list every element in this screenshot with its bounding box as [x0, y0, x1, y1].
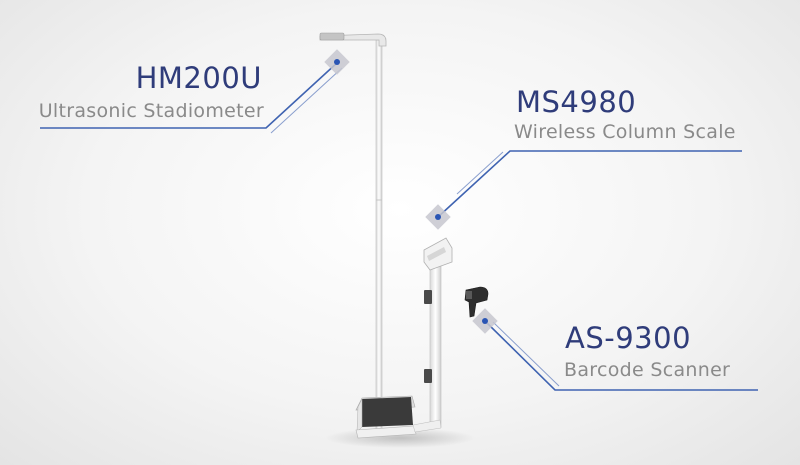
callout-line-as9300	[484, 320, 758, 391]
hm200u-description-label: Ultrasonic Stadiometer	[38, 100, 264, 122]
stadiometer-figure	[319, 32, 387, 436]
marker-hm200u[interactable]	[324, 49, 350, 75]
marker-ms4980[interactable]	[425, 204, 451, 230]
hm200u-model-label: HM200U	[135, 61, 262, 95]
barcode-scanner-figure	[464, 286, 489, 318]
callout-line-hm200u	[40, 61, 343, 134]
as9300-description-label: Barcode Scanner	[564, 359, 731, 381]
column-scale-figure	[355, 237, 453, 439]
ms4980-description-label: Wireless Column Scale	[514, 121, 736, 143]
ms4980-model-label: MS4980	[516, 85, 637, 119]
callout-line-ms4980	[437, 150, 742, 218]
as9300-model-label: AS-9300	[565, 321, 692, 355]
marker-as9300[interactable]	[472, 308, 498, 334]
